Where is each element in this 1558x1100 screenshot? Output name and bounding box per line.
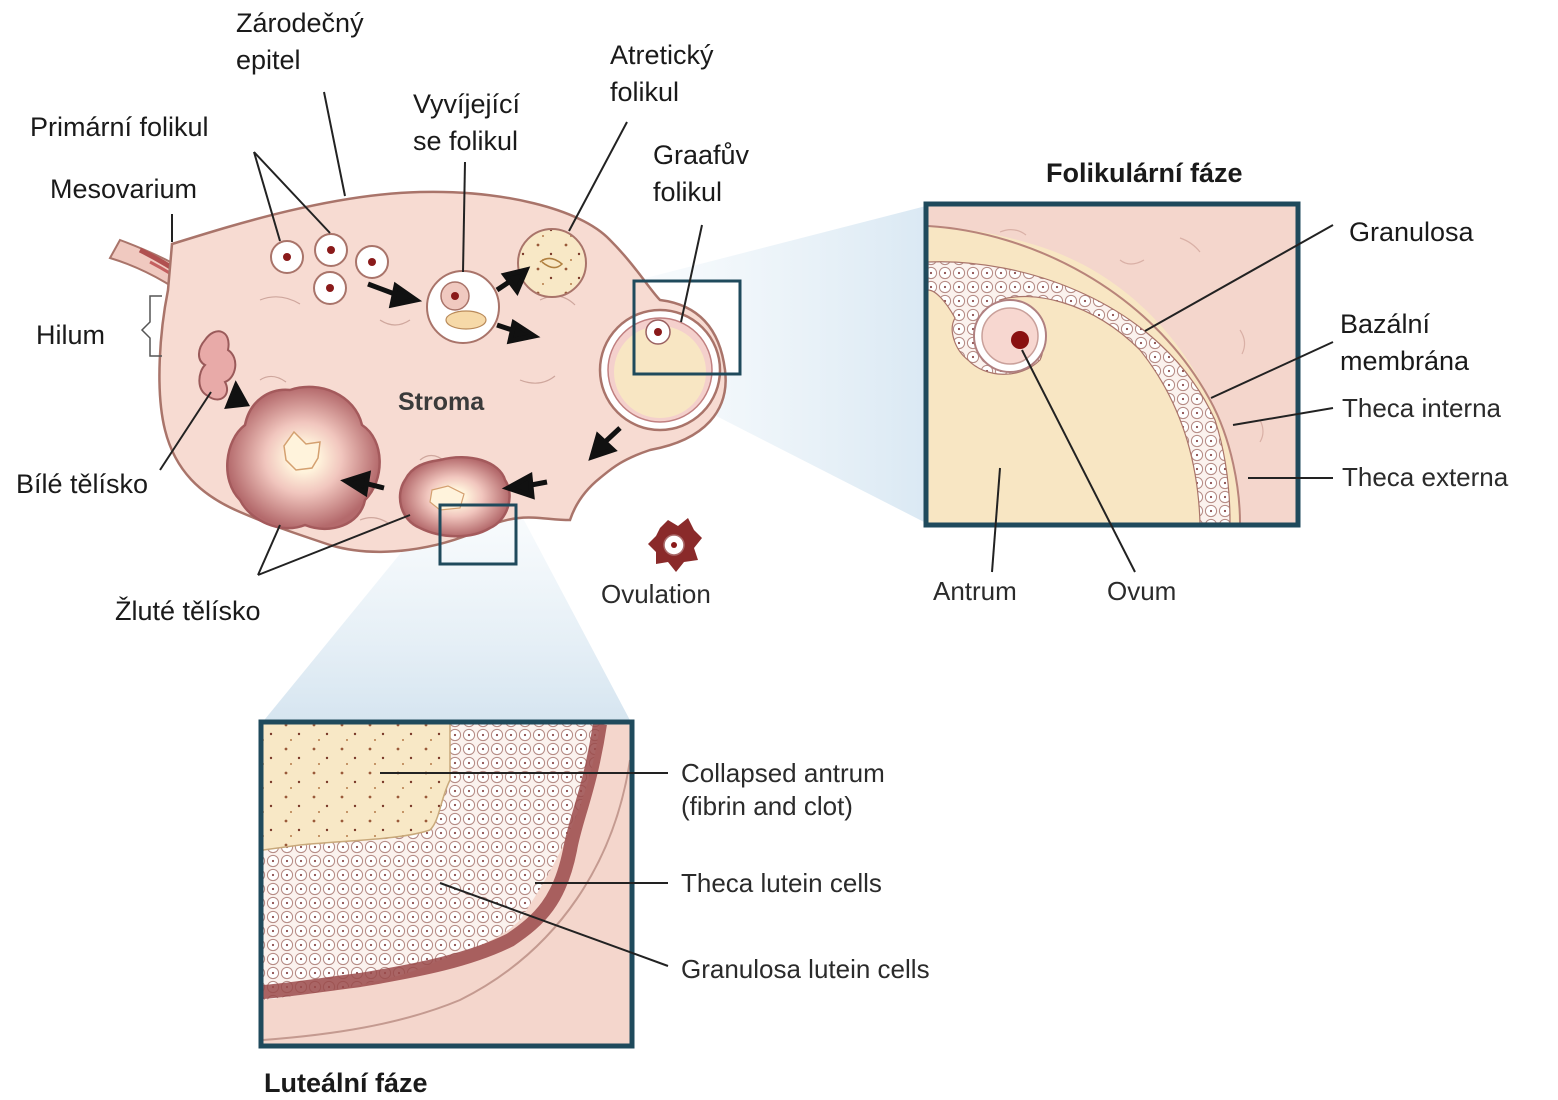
corpus-albicans-label: Bílé tělísko bbox=[16, 467, 148, 501]
graafian-follicle-label-line2: folikul bbox=[653, 175, 722, 209]
hilum-label: Hilum bbox=[36, 318, 105, 352]
basal-membrane-label: Bazální bbox=[1340, 307, 1430, 341]
developing-follicle-label-line2: se folikul bbox=[413, 124, 518, 158]
developing-follicle-label: Vyvíjející bbox=[413, 87, 520, 121]
granulosa-lutein-cells-label: Granulosa lutein cells bbox=[681, 952, 930, 986]
luteal-phase-title: Luteální fáze bbox=[264, 1066, 428, 1100]
germinal-epithelium-label: Zárodečný bbox=[236, 6, 364, 40]
atretic-follicle bbox=[518, 229, 586, 297]
basal-membrane-label-line2: membrána bbox=[1340, 344, 1469, 378]
theca-externa-label: Theca externa bbox=[1342, 460, 1508, 494]
stroma-label: Stroma bbox=[398, 385, 484, 419]
graafian-follicle-label: Graafův bbox=[653, 138, 749, 172]
corpus-luteum-small bbox=[400, 457, 510, 536]
follicular-inset bbox=[928, 206, 1296, 523]
ovum-label: Ovum bbox=[1107, 574, 1176, 608]
ovulated-ovum bbox=[648, 518, 702, 572]
atretic-follicle-label: Atretický bbox=[610, 38, 714, 72]
primary-follicle-label: Primární folikul bbox=[30, 110, 209, 144]
mesovarium-label: Mesovarium bbox=[50, 172, 197, 206]
follicular-phase-title: Folikulární fáze bbox=[1046, 156, 1243, 190]
hilum-bracket bbox=[142, 296, 162, 356]
collapsed-antrum-label-line2: (fibrin and clot) bbox=[681, 789, 853, 823]
antrum-label: Antrum bbox=[933, 574, 1017, 608]
ovulation-label: Ovulation bbox=[601, 577, 711, 611]
germinal-epithelium-label-line2: epitel bbox=[236, 43, 301, 77]
granulosa-label: Granulosa bbox=[1349, 215, 1474, 249]
corpus-luteum-label: Žluté tělísko bbox=[115, 594, 261, 628]
theca-interna-label: Theca interna bbox=[1342, 391, 1501, 425]
theca-lutein-cells-label: Theca lutein cells bbox=[681, 866, 882, 900]
collapsed-antrum-label: Collapsed antrum bbox=[681, 756, 885, 790]
developing-follicle bbox=[427, 271, 499, 343]
atretic-follicle-label-line2: folikul bbox=[610, 75, 679, 109]
